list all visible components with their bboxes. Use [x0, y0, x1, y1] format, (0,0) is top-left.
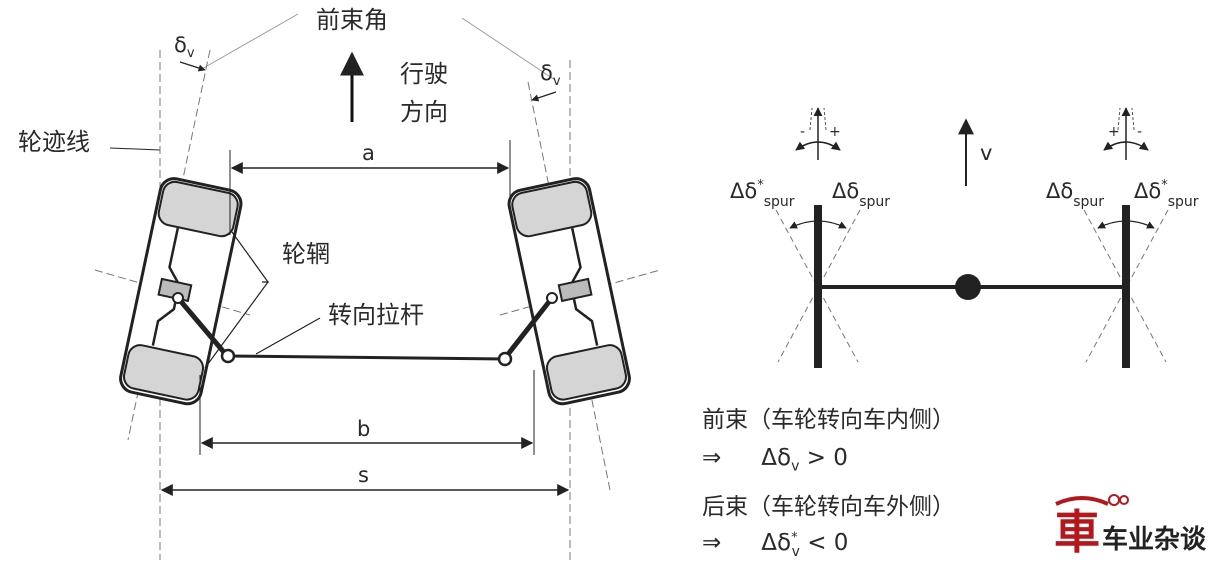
delta-v-right: δv: [540, 61, 561, 89]
dim-a-label: a: [362, 141, 375, 165]
toe-in-condition: ⇒Δδv > 0: [702, 445, 848, 475]
tie-rod: [227, 354, 506, 361]
axle-center: [955, 274, 981, 300]
delta-v-left: δv: [174, 33, 195, 61]
wheel-track-leader: [109, 147, 161, 151]
toe-out-condition: ⇒Δδ*v < 0: [702, 530, 849, 560]
tie-rod-leader: [255, 317, 321, 355]
delta-v-right-arrow: [531, 91, 557, 102]
right-plus: +: [1108, 124, 1120, 140]
watermark-logo: 車 车业杂谈: [1052, 490, 1222, 560]
rim-leader: [204, 231, 270, 369]
toe-in-arrow: ⇒: [702, 445, 722, 471]
toe-out-description: 后束（车轮转向车外侧）: [702, 494, 955, 520]
right-steer-symbol: + -: [1103, 107, 1149, 160]
steering-arm-right: [503, 296, 554, 360]
left-steer-symbol: - +: [795, 107, 841, 160]
travel-direction-label-2: 方向: [400, 98, 448, 126]
delta-v-left-arrow: [179, 61, 206, 72]
left-plus: +: [829, 124, 841, 140]
tie-rod-label: 转向拉杆: [328, 301, 424, 329]
left-wheel: [119, 177, 243, 406]
tie-rod-joint-right: [497, 351, 513, 367]
right-delta-star-label: Δδ*spur: [1134, 178, 1199, 210]
title-leader-left: [199, 13, 299, 71]
toe-in-description: 前束（车轮转向车内侧）: [702, 407, 955, 433]
left-delta-label: Δδspur: [832, 179, 890, 210]
wheel-track-line-label: 轮迹线: [18, 128, 90, 156]
right-diagram: v - + + - Δδ*spur Δδspur Δδspur Δδ*spur: [730, 107, 1199, 368]
axle-line-right: [499, 269, 661, 316]
left-delta-star-label: Δδ*spur: [730, 178, 795, 210]
title-leader-right: [461, 17, 556, 81]
dim-b-label: b: [357, 417, 370, 441]
watermark-glyph: 車: [1054, 505, 1100, 559]
velocity-label: v: [980, 141, 992, 165]
dim-s-label: s: [358, 463, 369, 487]
watermark-graphic: 車 车业杂谈: [1054, 494, 1207, 559]
watermark-text: 车业杂谈: [1102, 524, 1207, 555]
axle-line-left: [94, 269, 251, 316]
left-diagram: 前束角 行驶 方向 δv δv 轮迹线: [18, 6, 661, 560]
toe-out-arrow: ⇒: [702, 530, 722, 556]
right-delta-label: Δδspur: [1046, 179, 1104, 210]
left-minus: -: [800, 124, 805, 140]
right-minus: -: [1137, 124, 1142, 140]
right-wheel: [507, 177, 631, 406]
rim-label: 轮辋: [282, 240, 330, 268]
toe-angle-title: 前束角: [316, 6, 388, 34]
travel-direction-label-1: 行驶: [400, 60, 448, 88]
tie-rod-joint-left: [220, 348, 236, 364]
